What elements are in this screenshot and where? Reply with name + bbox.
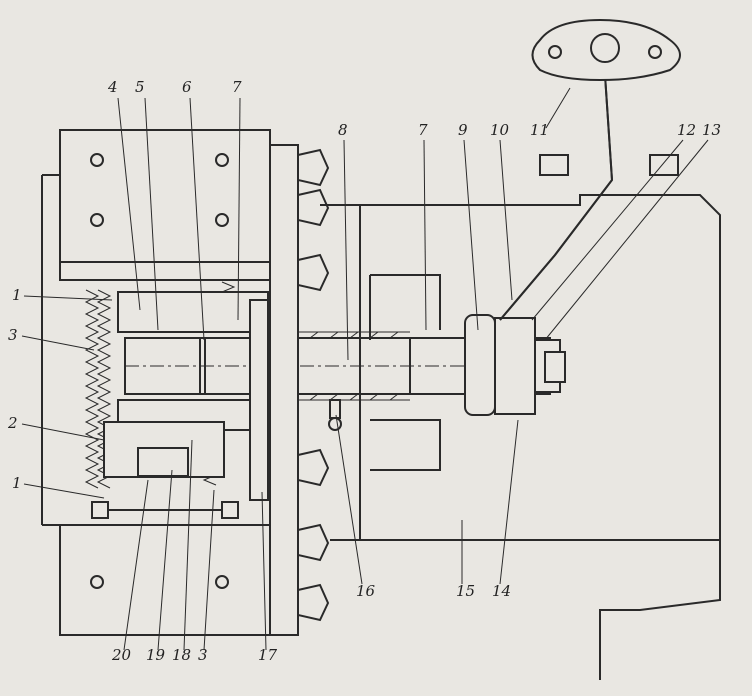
callout-label-c10: 10: [490, 121, 510, 139]
callout-leader-c6: [189, 97, 205, 341]
lower-bracket: [59, 524, 271, 636]
callout-leader-c14: [499, 419, 519, 585]
callout-label-c20: 20: [111, 646, 132, 664]
callout-leader-c1a: [23, 295, 113, 301]
callout-leader-c4: [117, 97, 141, 311]
callout-label-c3b: 3: [198, 646, 208, 664]
callout-leader-c16: [335, 414, 363, 585]
plate: [249, 299, 269, 501]
callout-leader-c20: [123, 479, 149, 651]
flange: [269, 144, 330, 636]
callout-label-c3a: 3: [8, 326, 18, 344]
callout-label-c12: 12: [677, 121, 696, 139]
callout-label-c8: 8: [338, 121, 348, 139]
callout-leader-c7b: [423, 139, 427, 331]
upper-bracket: [59, 129, 271, 281]
nut-assembly: [464, 314, 566, 416]
callout-leader-c12: [531, 139, 684, 321]
callout-leader-c1b: [23, 483, 105, 499]
callout-label-c2: 2: [7, 414, 18, 432]
callout-leader-c8: [343, 139, 349, 361]
callout-label-c19: 19: [146, 646, 166, 664]
callout-label-c15: 15: [456, 582, 475, 600]
callout-leader-c10: [499, 139, 513, 301]
pipe-flange: [531, 18, 681, 82]
callout-leader-c19: [157, 469, 173, 651]
callout-label-c4: 4: [107, 78, 118, 96]
callout-leader-c5: [144, 97, 159, 331]
outer-frame: [41, 174, 60, 526]
callout-leader-c7a: [237, 97, 241, 321]
callout-label-c1b: 1: [12, 474, 22, 492]
grease-fitting: [328, 399, 342, 431]
callout-leader-c2: [21, 423, 105, 441]
callout-leader-c3b: [203, 489, 215, 651]
callout-leader-c11: [545, 87, 571, 129]
callout-label-c16: 16: [356, 582, 376, 600]
callout-label-c5: 5: [135, 78, 145, 96]
callout-label-c6: 6: [182, 78, 192, 96]
callout-leader-c17: [261, 491, 267, 651]
lower-assembly: [91, 421, 239, 519]
callout-label-c13: 13: [702, 121, 721, 139]
oil-pipe: [499, 74, 614, 321]
callout-leader-c13: [544, 139, 709, 341]
callout-label-c1a: 1: [12, 286, 22, 304]
callout-label-c17: 17: [258, 646, 278, 664]
callout-label-c9: 9: [458, 121, 468, 139]
callout-label-c14: 14: [492, 582, 511, 600]
callout-label-c7b: 7: [418, 121, 428, 139]
right-body: [320, 194, 721, 680]
callout-label-c18: 18: [172, 646, 191, 664]
callout-leader-c9: [463, 139, 479, 331]
top-bolt-2: [649, 154, 679, 176]
callout-label-c7a: 7: [232, 78, 242, 96]
callout-label-c11: 11: [530, 121, 549, 139]
callout-leader-c3a: [21, 335, 95, 351]
callout-leader-c18: [183, 439, 193, 651]
housing-upper: [117, 291, 269, 333]
top-bolt-1: [539, 154, 569, 176]
